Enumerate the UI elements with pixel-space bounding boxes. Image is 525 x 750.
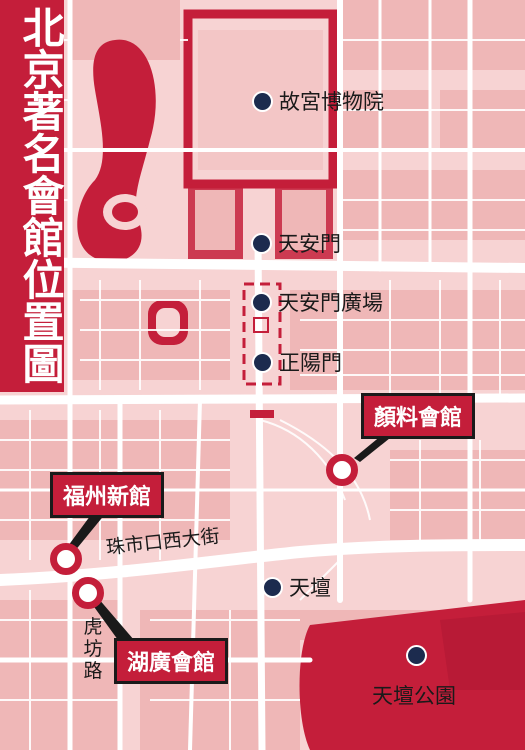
- pin-huguang[interactable]: [72, 577, 104, 609]
- landmark-tiantan-park-label: 天壇公園: [372, 684, 456, 708]
- landmark-zhengyangmen[interactable]: 正陽門: [254, 347, 342, 377]
- location-dot-icon: [253, 293, 270, 311]
- location-dot-icon: [264, 578, 281, 596]
- title-panel: 北京著名會館位置圖: [0, 0, 65, 392]
- landmark-label: 天安門: [278, 232, 341, 256]
- pin-fuzhou[interactable]: [50, 543, 82, 575]
- location-dot-icon: [253, 234, 270, 252]
- landmark-tiananmen-square[interactable]: 天安門廣場: [253, 287, 383, 317]
- landmark-tiantan-park-dot[interactable]: [408, 647, 425, 664]
- landmark-tiananmen[interactable]: 天安門: [253, 228, 341, 258]
- map-title: 北京著名會館位置圖: [16, 6, 65, 384]
- landmark-label: 故宮博物院: [279, 90, 384, 114]
- pin-yanliao[interactable]: [326, 454, 358, 486]
- landmark-palace-museum[interactable]: 故宮博物院: [254, 86, 384, 116]
- landmark-label: 正陽門: [279, 351, 342, 375]
- callout-fuzhou[interactable]: 福州新館: [50, 472, 165, 518]
- landmark-label: 天安門廣場: [278, 291, 383, 315]
- location-dot-icon: [254, 92, 271, 110]
- landmark-tiantan[interactable]: 天壇: [264, 572, 331, 602]
- location-dot-icon: [254, 353, 271, 371]
- location-dot-icon: [408, 647, 425, 664]
- callout-huguang[interactable]: 湖廣會館: [114, 638, 229, 684]
- street-label-hufang: 虎坊路: [83, 616, 103, 682]
- callout-yanliao[interactable]: 顏料會館: [361, 393, 476, 439]
- landmark-label: 天壇: [289, 576, 331, 600]
